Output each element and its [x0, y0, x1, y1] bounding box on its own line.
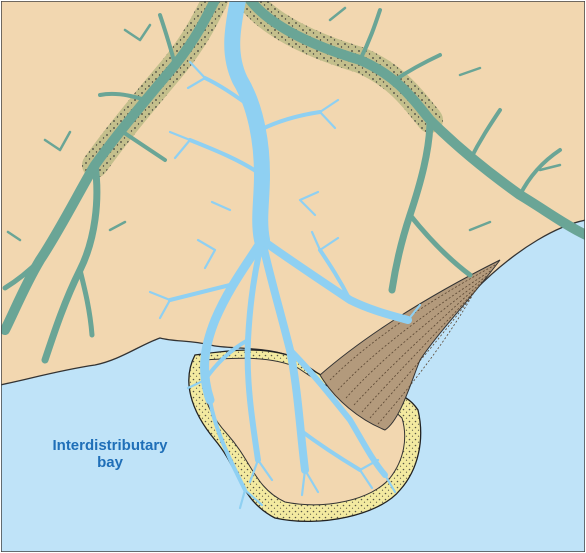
bay-label-line1: Interdistributary [22, 437, 198, 454]
interdistributary-bay-label: Interdistributary bay [22, 437, 198, 471]
bay-label-line2: bay [22, 454, 198, 471]
